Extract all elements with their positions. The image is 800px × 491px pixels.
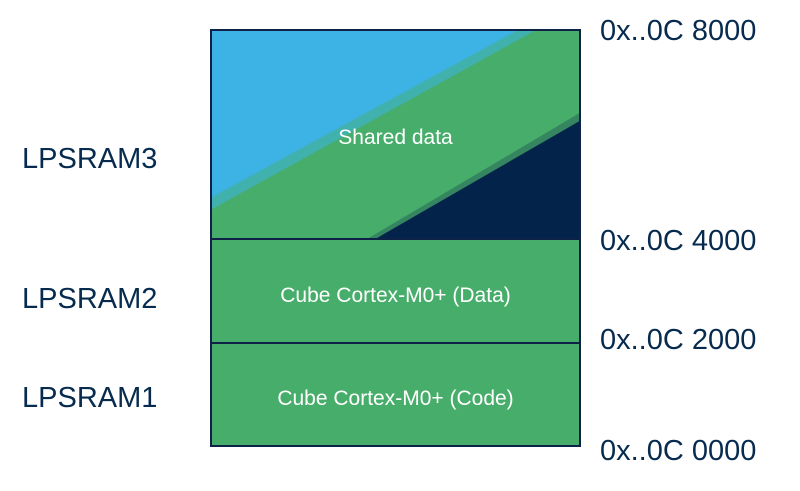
- address-lpsram2: 0x..0C 2000: [600, 324, 757, 356]
- address-base: 0x..0C 0000: [600, 435, 757, 467]
- lpsram1-content: Cube Cortex-M0+ (Code): [277, 387, 514, 410]
- lpsram2-content: Cube Cortex-M0+ (Data): [280, 284, 511, 307]
- lpsram2-block: Cube Cortex-M0+ (Data): [210, 238, 581, 344]
- lpsram1-block: Cube Cortex-M0+ (Code): [210, 342, 581, 447]
- lpsram2-label: LPSRAM2: [22, 283, 158, 315]
- address-lpsram3: 0x..0C 4000: [600, 225, 757, 257]
- lpsram1-label: LPSRAM1: [22, 382, 158, 414]
- address-top: 0x..0C 8000: [600, 15, 757, 47]
- shared-data-fill: [212, 31, 579, 238]
- lpsram3-block: Shared data: [210, 29, 581, 240]
- lpsram3-label: LPSRAM3: [22, 143, 158, 175]
- shared-data-text: Shared data: [338, 126, 453, 149]
